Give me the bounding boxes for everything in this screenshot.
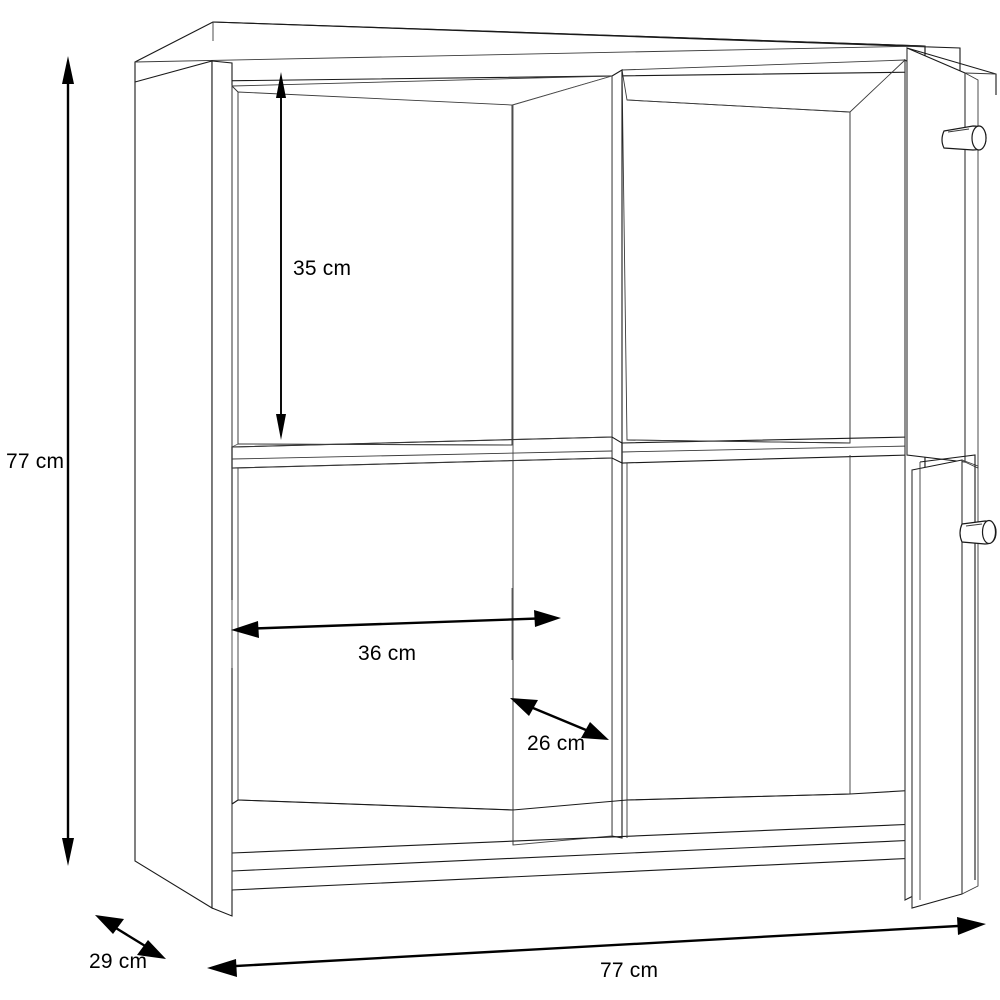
upper-right-compartment	[621, 59, 906, 444]
dimension-height-overall: 77 cm	[6, 56, 74, 866]
dimension-compartment-width: 36 cm	[231, 588, 561, 668]
dimension-label-width-overall: 77 cm	[600, 959, 658, 982]
dimension-width-overall: 77 cm	[207, 917, 986, 982]
dimension-compartment-depth: 26 cm	[510, 698, 609, 755]
left-side-panel	[134, 60, 213, 909]
dimension-compartment-height: 35 cm	[276, 72, 351, 440]
dimension-label-depth-overall: 29 cm	[89, 950, 147, 973]
dimension-label-compartment-height: 35 cm	[293, 257, 351, 280]
bottom-panel	[231, 789, 919, 891]
upper-door[interactable]	[906, 47, 997, 469]
dimension-depth-overall: 29 cm	[89, 915, 166, 973]
top-panel	[134, 21, 961, 83]
lower-right-compartment	[626, 455, 851, 801]
lower-door-handle[interactable]	[959, 519, 997, 545]
dimension-label-compartment-width: 36 cm	[358, 642, 416, 665]
dimension-label-height-overall: 77 cm	[6, 450, 64, 473]
lower-left-compartment	[231, 460, 514, 811]
left-side-front-edge	[211, 60, 233, 917]
cabinet-body	[134, 21, 961, 917]
dimension-label-compartment-depth: 26 cm	[527, 732, 585, 755]
lower-door[interactable]	[911, 454, 979, 909]
center-divider	[512, 69, 623, 846]
upper-door-handle[interactable]	[941, 125, 987, 151]
